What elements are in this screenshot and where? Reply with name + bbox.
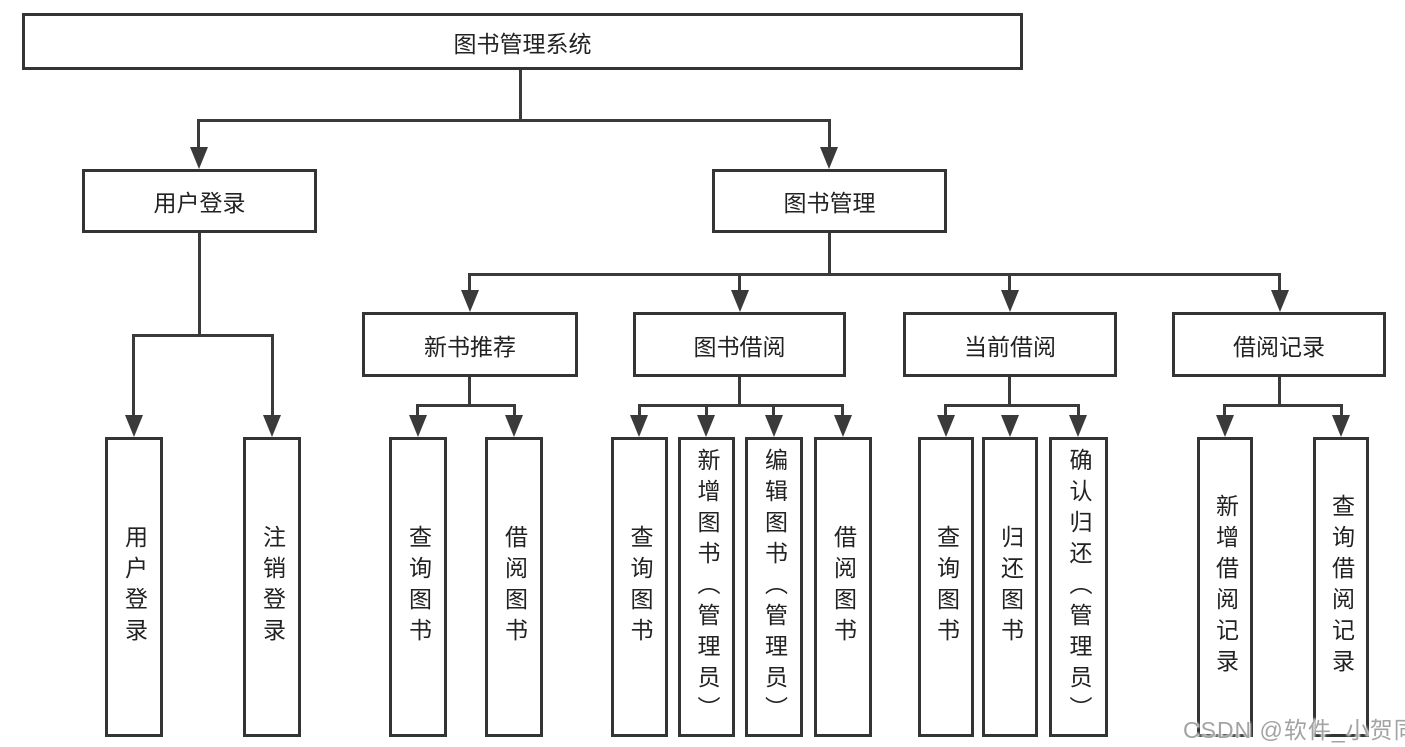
connector-line (828, 119, 831, 149)
leaf-add-book-admin: 新增图书（管理员） (678, 437, 735, 737)
connector-line (738, 273, 741, 293)
connector-line (468, 273, 471, 293)
arrow-down-icon (505, 415, 523, 437)
connector-line (197, 119, 831, 122)
node-user-login: 用户登录 (82, 169, 317, 233)
connector-line (944, 404, 947, 417)
arrow-down-icon (125, 415, 143, 437)
leaf-return-book: 归还图书 (982, 437, 1038, 737)
connector-line (772, 404, 775, 417)
arrow-down-icon (834, 415, 852, 437)
leaf-add-borrow-record: 新增借阅记录 (1197, 437, 1253, 737)
connector-line (416, 404, 419, 417)
connector-line (198, 233, 201, 337)
leaf-confirm-return-admin: 确认归还（管理员） (1049, 437, 1108, 737)
connector-line (1077, 404, 1080, 417)
leaf-borrow-book-recommend: 借阅图书 (485, 437, 543, 737)
connector-line (132, 334, 274, 337)
leaf-query-book-recommend: 查询图书 (389, 437, 447, 737)
connector-line (638, 404, 641, 417)
connector-line (519, 70, 522, 122)
connector-line (705, 404, 708, 417)
arrow-down-icon (1001, 415, 1019, 437)
arrow-down-icon (697, 415, 715, 437)
connector-line (1008, 377, 1011, 407)
node-book-management: 图书管理 (712, 169, 947, 233)
connector-line (1223, 404, 1226, 417)
connector-line (738, 377, 741, 407)
csdn-watermark: CSDN @软件_小贺同学 (1183, 717, 1405, 743)
connector-line (416, 404, 516, 407)
node-book-borrow: 图书借阅 (633, 312, 846, 377)
leaf-query-book-borrow: 查询图书 (611, 437, 668, 737)
leaf-logout: 注销登录 (243, 437, 301, 737)
connector-line (271, 334, 274, 416)
leaf-edit-book-admin: 编辑图书（管理员） (745, 437, 803, 737)
arrow-down-icon (937, 415, 955, 437)
connector-line (132, 334, 135, 416)
arrow-down-icon (731, 290, 749, 312)
arrow-down-icon (461, 290, 479, 312)
arrow-down-icon (190, 147, 208, 169)
connector-line (468, 377, 471, 407)
node-current-borrow: 当前借阅 (903, 312, 1117, 377)
arrow-down-icon (263, 415, 281, 437)
arrow-down-icon (1001, 290, 1019, 312)
connector-line (513, 404, 516, 417)
node-new-book-recommend: 新书推荐 (362, 312, 578, 377)
arrow-down-icon (409, 415, 427, 437)
node-borrow-record: 借阅记录 (1172, 312, 1386, 377)
connector-line (1223, 404, 1343, 407)
connector-line (1278, 273, 1281, 293)
arrow-down-icon (1216, 415, 1234, 437)
connector-line (638, 404, 844, 407)
connector-line (841, 404, 844, 417)
connector-line (1008, 273, 1011, 293)
connector-line (1278, 377, 1281, 407)
arrow-down-icon (630, 415, 648, 437)
leaf-query-book-current: 查询图书 (918, 437, 974, 737)
node-root: 图书管理系统 (22, 13, 1023, 70)
connector-line (828, 233, 831, 276)
arrow-down-icon (1332, 415, 1350, 437)
arrow-down-icon (765, 415, 783, 437)
leaf-user-login: 用户登录 (105, 437, 163, 737)
connector-line (197, 119, 200, 149)
leaf-query-borrow-record: 查询借阅记录 (1313, 437, 1369, 737)
leaf-borrow-book: 借阅图书 (814, 437, 872, 737)
connector-line (1340, 404, 1343, 417)
connector-line (944, 404, 1080, 407)
arrow-down-icon (820, 147, 838, 169)
connector-line (468, 273, 1281, 276)
arrow-down-icon (1271, 290, 1289, 312)
arrow-down-icon (1069, 415, 1087, 437)
